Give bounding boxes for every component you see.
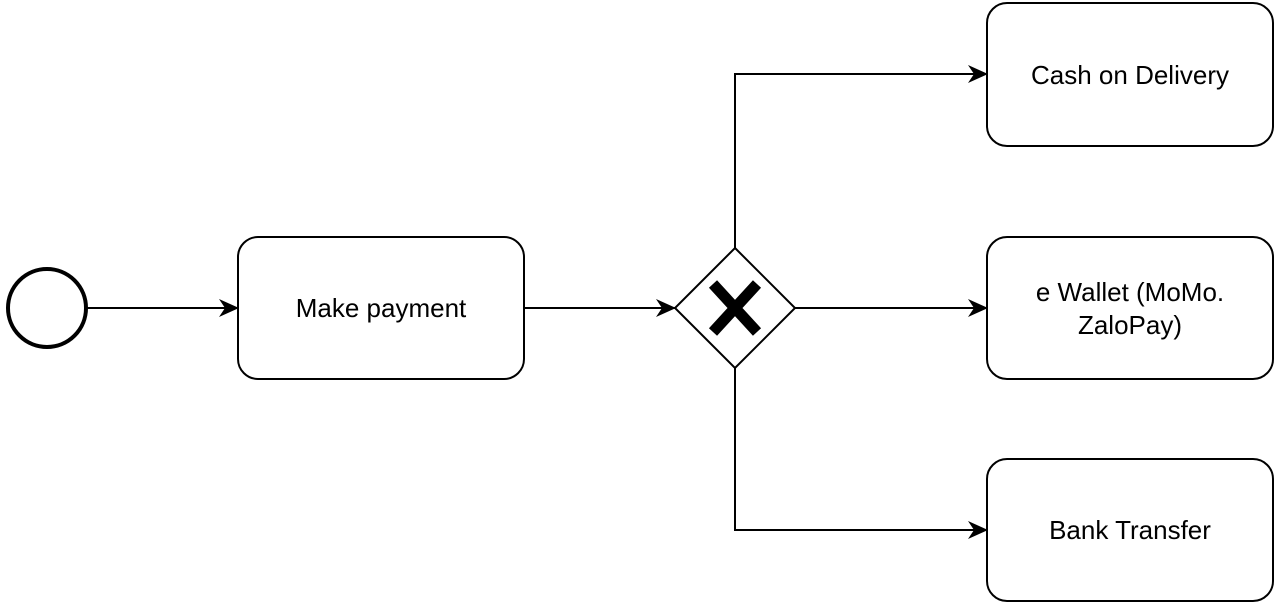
exclusive-gateway[interactable] [673,246,797,370]
flow-gateway-to-bank-transfer [734,368,988,539]
flow-gateway-to-cash-on-delivery [734,65,988,248]
start-event[interactable] [6,267,88,349]
task-e-wallet[interactable]: e Wallet (MoMo. ZaloPay) [986,236,1274,380]
gateway-x-marker-icon [708,280,762,336]
task-bank-transfer[interactable]: Bank Transfer [986,458,1274,602]
task-bank-transfer-label: Bank Transfer [1049,515,1211,545]
task-make-payment[interactable]: Make payment [237,236,525,380]
task-e-wallet-box [986,236,1274,380]
task-cash-on-delivery-label: Cash on Delivery [1031,60,1229,90]
task-make-payment-label: Make payment [296,293,467,323]
task-cash-on-delivery-box [986,2,1274,147]
task-e-wallet-label-line2: ZaloPay) [1078,310,1182,340]
task-e-wallet-label-line1: e Wallet (MoMo. [1036,277,1224,307]
task-bank-transfer-box [986,458,1274,602]
task-cash-on-delivery[interactable]: Cash on Delivery [986,2,1274,147]
